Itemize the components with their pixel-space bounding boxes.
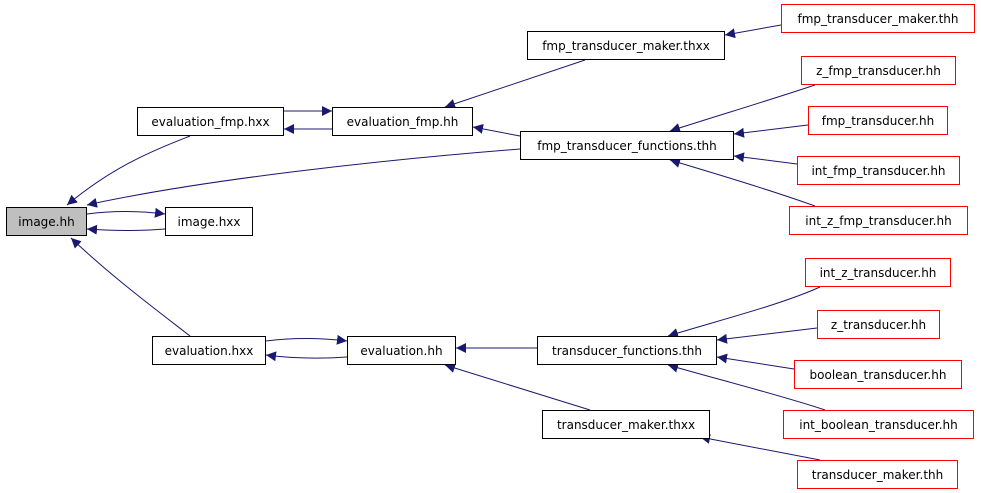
edge-fmp-transducer-functions-thh-to-evaluation-fmp-hh — [472, 123, 521, 137]
node-image-hh: image.hh — [6, 207, 87, 236]
node-image-hxx[interactable]: image.hxx — [165, 207, 253, 236]
node-evaluation-hh[interactable]: evaluation.hh — [347, 336, 456, 365]
node-transducer-maker-thxx[interactable]: transducer_maker.thxx — [542, 410, 710, 439]
node-z-transducer-hh[interactable]: z_transducer.hh — [817, 310, 940, 339]
edge-evaluation-hh-to-evaluation-hxx — [265, 351, 348, 362]
node-fmp-transducer-maker-thxx[interactable]: fmp_transducer_maker.thxx — [527, 31, 725, 60]
edge-fmp-transducer-hh-to-fmp-transducer-functions-thh — [733, 124, 809, 138]
node-transducer-maker-thh[interactable]: transducer_maker.thh — [797, 460, 958, 489]
edge-int-z-transducer-hh-to-transducer-functions-thh — [667, 286, 821, 338]
node-int-z-transducer-hh[interactable]: int_z_transducer.hh — [805, 258, 951, 287]
node-fmp-transducer-hh[interactable]: fmp_transducer.hh — [808, 106, 948, 135]
edge-evaluation-fmp-hxx-to-image-hh — [66, 135, 191, 206]
edge-int-fmp-transducer-hh-to-fmp-transducer-functions-thh — [733, 152, 798, 165]
edge-fmp-transducer-maker-thxx-to-evaluation-fmp-hh — [444, 59, 586, 109]
node-evaluation-fmp-hh[interactable]: evaluation_fmp.hh — [332, 107, 473, 136]
edge-z-transducer-hh-to-transducer-functions-thh — [716, 327, 818, 344]
node-int-boolean-transducer-hh[interactable]: int_boolean_transducer.hh — [783, 410, 974, 439]
edge-int-boolean-transducer-hh-to-transducer-functions-thh — [667, 362, 826, 411]
edge-fmp-transducer-maker-thh-to-fmp-transducer-maker-thxx — [724, 24, 782, 39]
node-evaluation-hxx[interactable]: evaluation.hxx — [152, 336, 266, 365]
node-evaluation-fmp-hxx[interactable]: evaluation_fmp.hxx — [137, 107, 284, 136]
edge-transducer-maker-thxx-to-evaluation-hh — [444, 363, 591, 411]
node-int-fmp-transducer-hh[interactable]: int_fmp_transducer.hh — [797, 156, 960, 185]
node-boolean-transducer-hh[interactable]: boolean_transducer.hh — [794, 360, 962, 389]
edge-boolean-transducer-hh-to-transducer-functions-thh — [716, 353, 795, 370]
node-z-fmp-transducer-hh[interactable]: z_fmp_transducer.hh — [801, 56, 956, 85]
node-transducer-functions-thh[interactable]: transducer_functions.thh — [537, 336, 717, 365]
edge-evaluation-hxx-to-image-hh — [70, 237, 191, 337]
edge-fmp-transducer-functions-thh-to-image-hh — [86, 148, 521, 208]
edge-transducer-maker-thh-to-transducer-maker-thxx — [699, 433, 821, 461]
edge-int-z-fmp-transducer-hh-to-fmp-transducer-functions-thh — [669, 158, 816, 207]
node-int-z-fmp-transducer-hh[interactable]: int_z_fmp_transducer.hh — [789, 206, 968, 235]
edge-evaluation-hxx-to-evaluation-hh — [265, 334, 348, 345]
edge-z-fmp-transducer-hh-to-fmp-transducer-functions-thh — [669, 84, 816, 133]
node-fmp-transducer-functions-thh[interactable]: fmp_transducer_functions.thh — [520, 131, 734, 160]
edge-image-hh-to-image-hxx — [86, 207, 166, 218]
node-fmp-transducer-maker-thh[interactable]: fmp_transducer_maker.thh — [781, 4, 975, 33]
edge-image-hxx-to-image-hh — [86, 224, 166, 235]
